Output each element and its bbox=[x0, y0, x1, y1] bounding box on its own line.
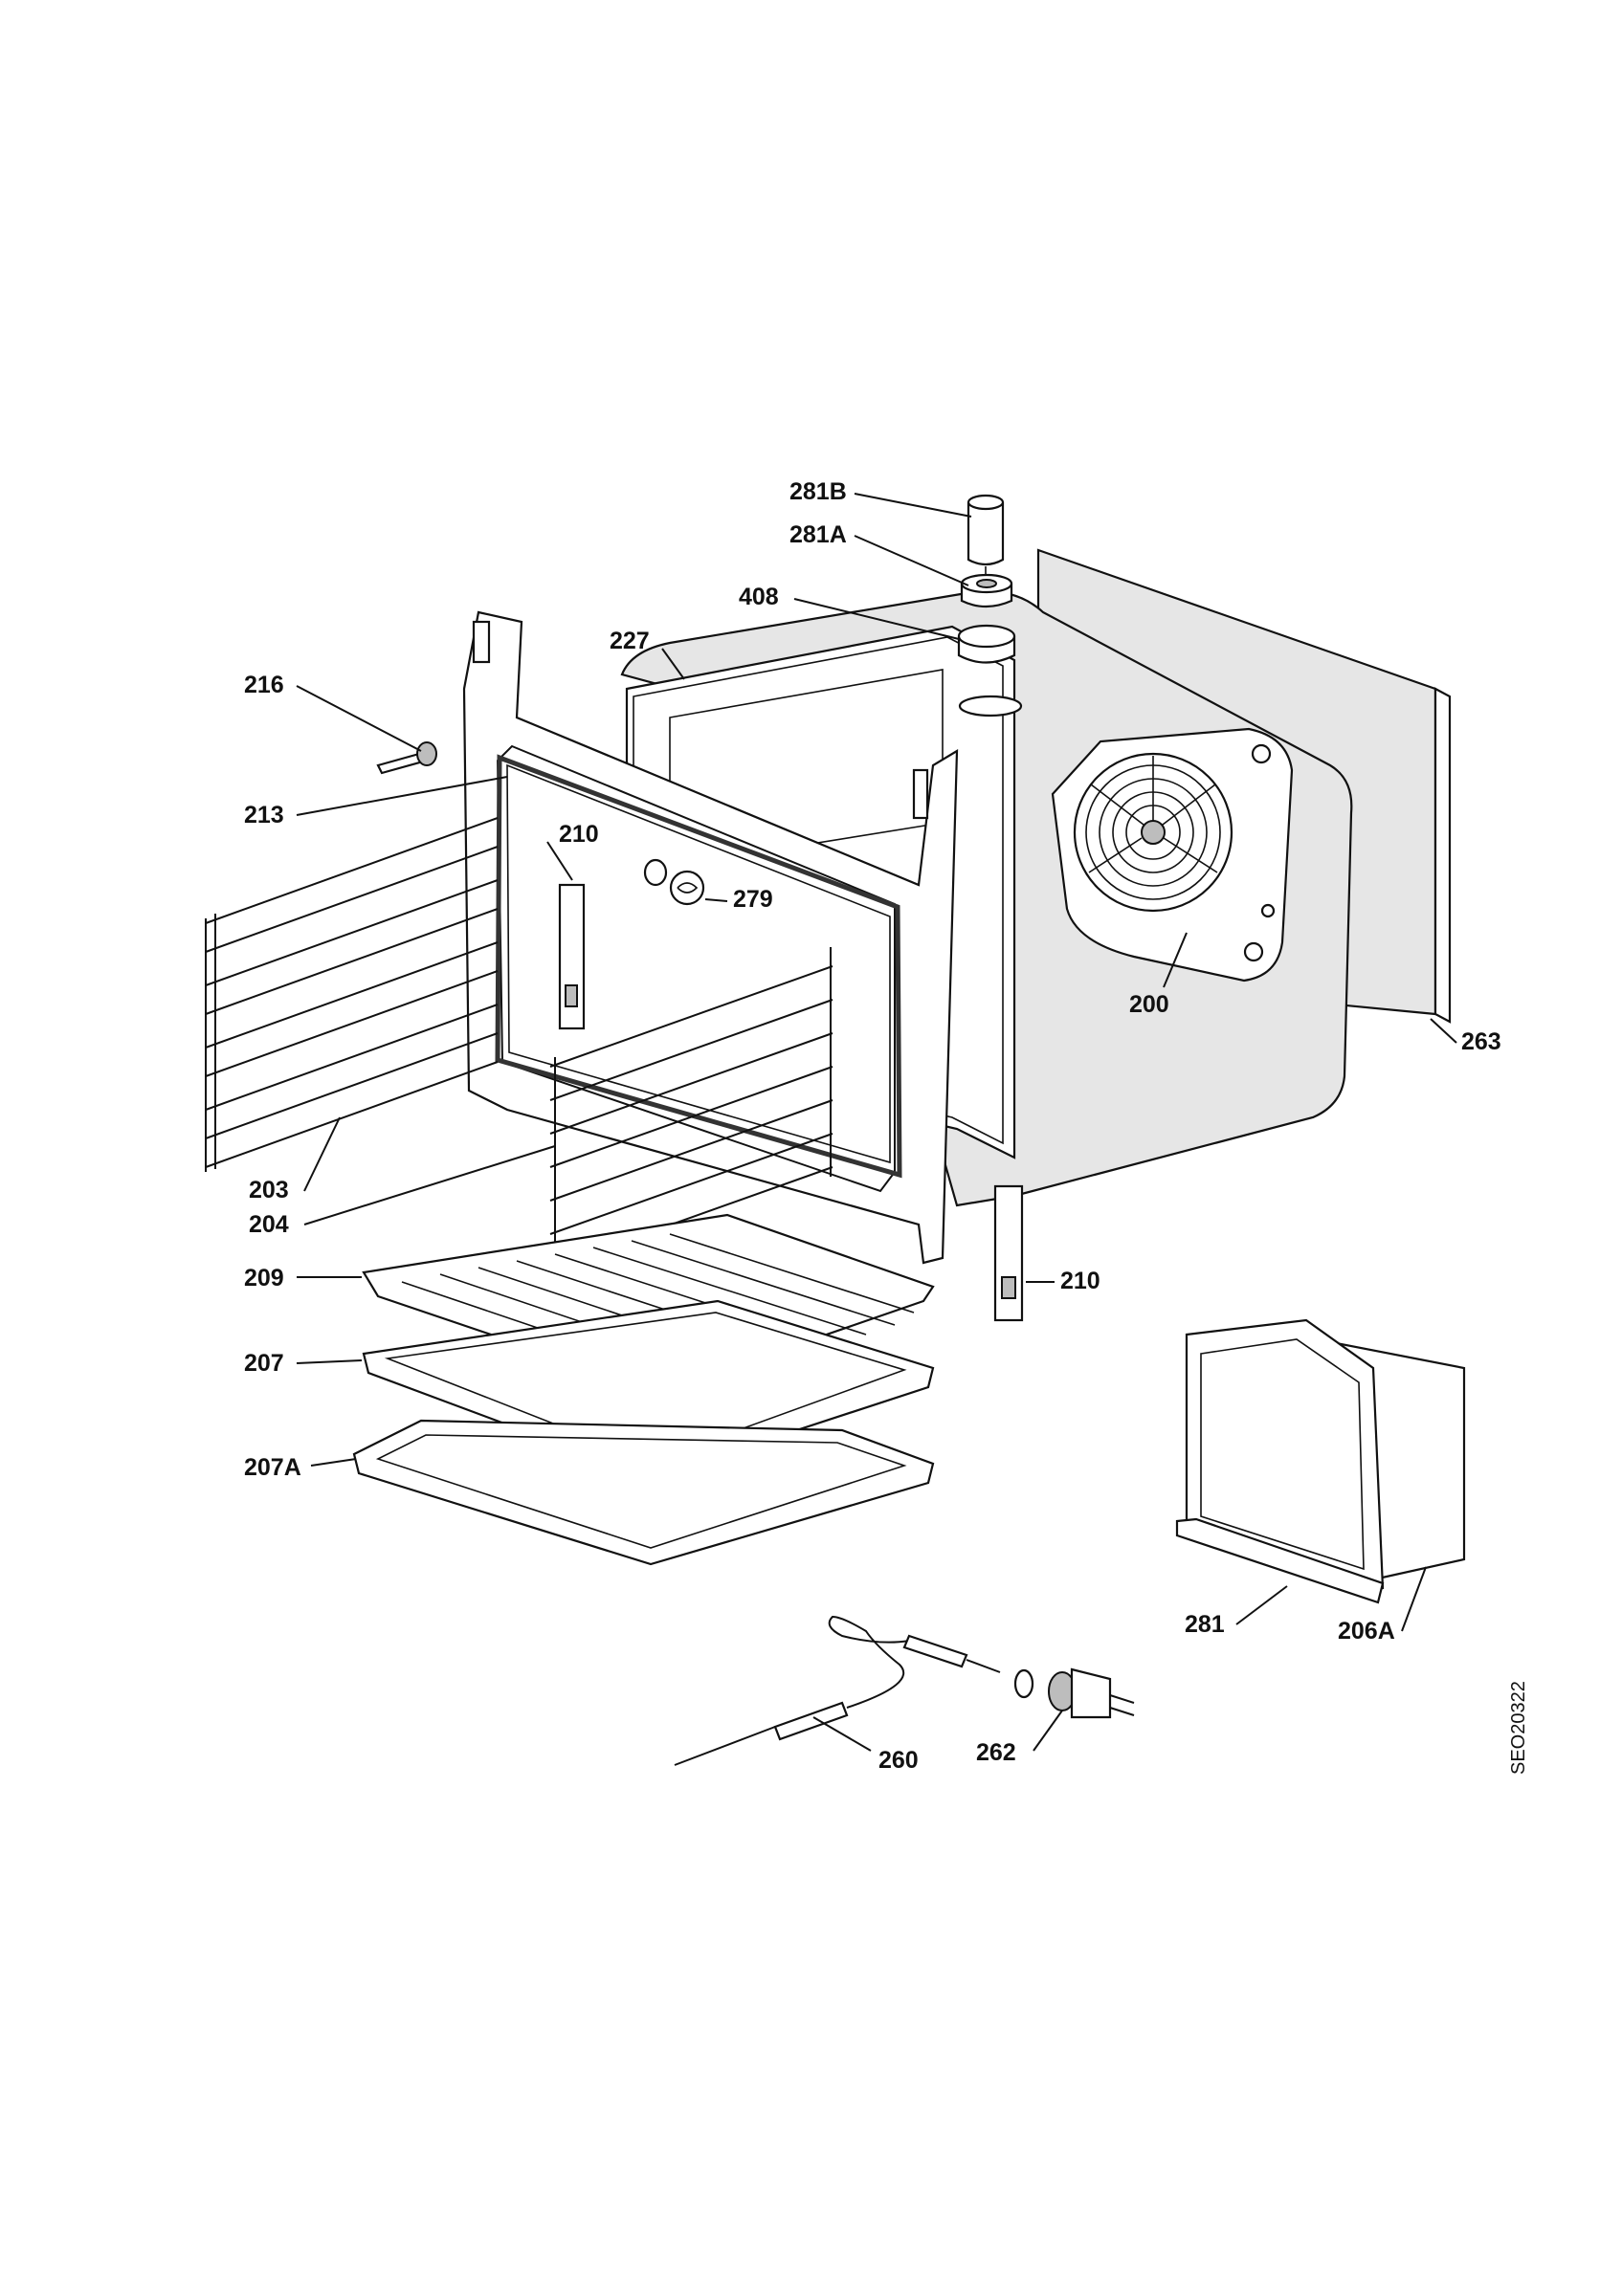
lamp-glass-408 bbox=[957, 624, 1016, 664]
lamp-279 bbox=[643, 858, 705, 906]
lamp-holder-281A bbox=[960, 573, 1013, 608]
label-203: 203 bbox=[249, 1177, 289, 1203]
label-213: 213 bbox=[244, 802, 284, 828]
shelf-support-203 bbox=[205, 817, 499, 1172]
label-209: 209 bbox=[244, 1265, 284, 1292]
label-207A: 207A bbox=[244, 1454, 301, 1481]
filter-frame-281 bbox=[1175, 1318, 1466, 1604]
part-labels: 281B 281A 408 227 216 213 210 279 200 26… bbox=[244, 478, 1501, 1774]
label-207: 207 bbox=[244, 1350, 284, 1377]
label-210-upper: 210 bbox=[559, 821, 599, 848]
label-260: 260 bbox=[878, 1747, 919, 1774]
leader-lines bbox=[296, 493, 1457, 1752]
fan-assembly-200 bbox=[1051, 727, 1294, 982]
label-281A: 281A bbox=[789, 521, 847, 548]
label-263: 263 bbox=[1461, 1028, 1501, 1055]
meat-probe-260 bbox=[674, 1615, 1001, 1766]
label-210-lower: 210 bbox=[1060, 1268, 1100, 1294]
door-hinge-210-lower bbox=[993, 1184, 1024, 1322]
label-279: 279 bbox=[733, 886, 773, 913]
front-frame-213 bbox=[462, 610, 959, 1265]
label-204: 204 bbox=[249, 1211, 289, 1238]
label-200: 200 bbox=[1129, 991, 1169, 1018]
label-281: 281 bbox=[1185, 1611, 1225, 1638]
screw-216 bbox=[376, 741, 437, 775]
baking-tray-207A bbox=[352, 1419, 935, 1566]
label-408: 408 bbox=[739, 584, 779, 610]
label-216: 216 bbox=[244, 672, 284, 698]
label-262: 262 bbox=[976, 1739, 1016, 1766]
label-206A: 206A bbox=[1338, 1618, 1395, 1645]
label-227: 227 bbox=[610, 628, 650, 654]
drawing-code: SEO20322 bbox=[1508, 1681, 1529, 1775]
door-hinge-210-upper bbox=[558, 883, 586, 1030]
lamp-cover-281B bbox=[967, 494, 1005, 579]
probe-socket-262 bbox=[1013, 1667, 1135, 1719]
label-281B: 281B bbox=[789, 478, 847, 505]
